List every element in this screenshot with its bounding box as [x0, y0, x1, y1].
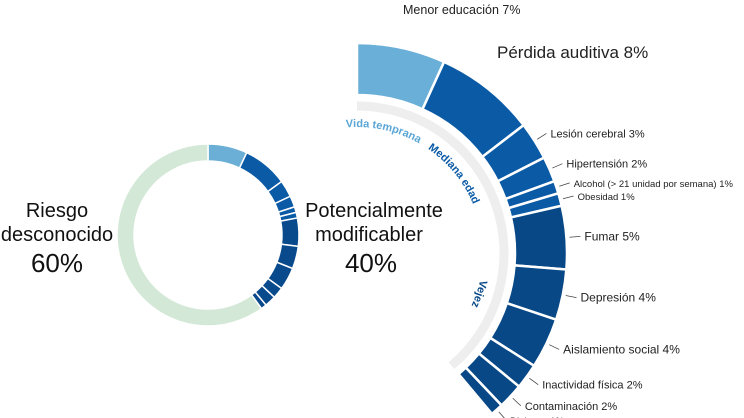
donut-chart: [116, 143, 300, 327]
modifiable-label-line2: modificabler: [315, 224, 423, 246]
slice-leader-line: [498, 411, 505, 418]
slice-leader-line: [559, 182, 570, 187]
slice-leader-line: [529, 377, 539, 385]
modifiable-percent: 40%: [345, 248, 397, 278]
unknown-risk-percent: 60%: [31, 248, 83, 278]
life-stage-label: Mediana edad: [426, 141, 481, 205]
slice-label: Obesidad 1%: [578, 192, 636, 203]
life-stage-label: Vejez: [468, 279, 488, 310]
slice-leader-line: [565, 295, 577, 299]
slice-leader-line: [512, 397, 522, 407]
slice-leader-line: [552, 163, 563, 169]
half-ring-segment: [456, 365, 504, 416]
slice-label: Alcohol (> 21 unidad por semana) 1%: [574, 179, 734, 190]
slice-label: Pérdida auditiva 8%: [497, 43, 648, 62]
slice-leader-line: [536, 133, 547, 140]
slice-label: Fumar 5%: [584, 229, 640, 243]
slice-leader-line: [569, 236, 581, 238]
donut-unknown-segment: [116, 143, 263, 327]
slice-label: Contaminación 2%: [525, 401, 618, 413]
unknown-risk-label-line2: desconocido: [1, 224, 113, 246]
slice-label: Hipertensión 2%: [566, 159, 647, 171]
slice-label: Depresión 4%: [581, 291, 657, 305]
slice-label: Diabetes 1%: [510, 416, 564, 418]
slice-label: Aislamiento social 4%: [563, 342, 680, 356]
slice-leader-line: [562, 195, 574, 200]
slice-leader-line: [549, 344, 560, 350]
modifiable-label-line1: Potencialmente: [305, 200, 443, 222]
unknown-risk-label-line1: Riesgo: [26, 200, 88, 222]
donut-breakdown-segment: [279, 217, 300, 248]
slice-label: Lesión cerebral 3%: [550, 128, 644, 140]
slice-label: Inactividad física 2%: [542, 380, 642, 392]
life-stage-arc: [356, 101, 509, 370]
slice-label: Menor educación 7%: [403, 3, 520, 17]
half-ring-segment: [509, 204, 569, 271]
life-stage-label: Vida temprana: [346, 118, 424, 146]
